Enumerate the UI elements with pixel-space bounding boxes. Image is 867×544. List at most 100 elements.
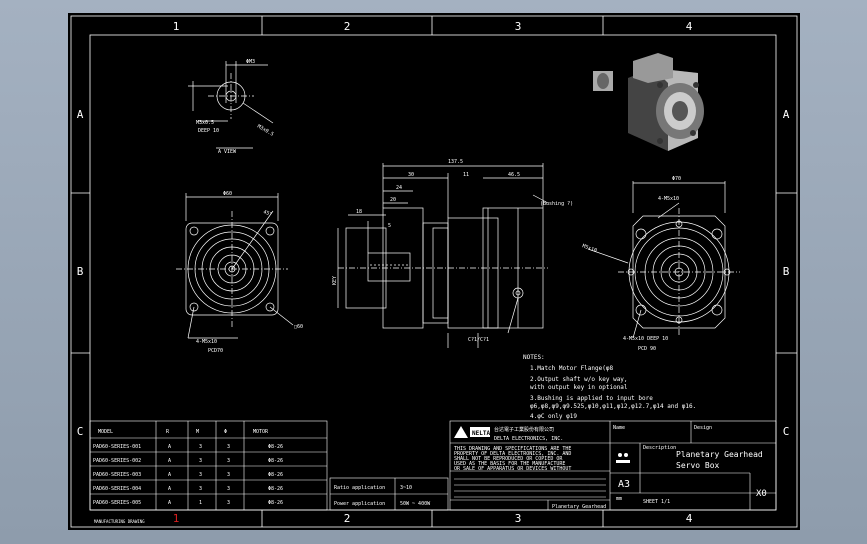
note-line: 2.Output shaft w/o key way,: [530, 376, 628, 383]
right-flange-view: [587, 181, 740, 339]
svg-text:Φ: Φ: [224, 429, 227, 435]
row-label: A: [783, 108, 790, 121]
row-label: C: [783, 425, 790, 438]
note-line: 3.Bushing is applied to input bore: [530, 395, 653, 402]
svg-text:PAD60-SERIES-001: PAD60-SERIES-001: [93, 444, 141, 450]
company-name-en: DELTA ELECTRONICS, INC.: [494, 436, 563, 442]
dimension-label: 24: [396, 185, 402, 191]
title-block: [449, 420, 777, 511]
svg-text:PAD60-SERIES-005: PAD60-SERIES-005: [93, 500, 141, 506]
drawing-canvas: 1 2 3 4 2 3 4 A B C A B C 1: [70, 15, 798, 528]
note-line: 4.φC only φ19: [530, 413, 577, 420]
svg-text:A: A: [168, 444, 171, 450]
dimension-label: 137.5: [448, 159, 463, 165]
dimension-label: (Bushing ?): [540, 201, 573, 207]
note-line: with output key in optional: [530, 384, 628, 391]
notes-title: NOTES:: [523, 354, 545, 361]
view-label: A VIEW: [218, 149, 237, 155]
legal-line: THIS DRAWING AND SPECIFICATIONS ARE THE: [454, 446, 571, 452]
dimension-label: DEEP 10: [198, 128, 219, 134]
dimension-label: C?1/C?1: [468, 337, 489, 343]
scale-label: X0: [756, 489, 767, 499]
dimension-label: 18: [356, 209, 362, 215]
svg-text:3: 3: [227, 444, 230, 450]
svg-text:Φ8-26: Φ8-26: [268, 472, 283, 478]
drawing-sheet: 1 2 3 4 2 3 4 A B C A B C 1: [68, 13, 800, 530]
svg-text:MOTOR: MOTOR: [253, 429, 269, 435]
dimension-label: 4-M5x10 DEEP 10: [623, 336, 668, 342]
column-label: 2: [344, 512, 351, 525]
footer-stamp: MANUFACTURING DRAWING: [94, 519, 145, 524]
dimension-label: KEY: [332, 276, 338, 285]
column-label: 2: [344, 20, 351, 33]
svg-text:3: 3: [227, 500, 230, 506]
dimension-label: 4-M5x10: [196, 339, 217, 345]
svg-text:Φ8-26: Φ8-26: [268, 500, 283, 506]
dimension-label: M3x0.5: [256, 124, 275, 138]
svg-text:PAD60-SERIES-003: PAD60-SERIES-003: [93, 472, 141, 478]
left-flange-view: [176, 193, 294, 339]
ratio-value: 3~10: [400, 485, 412, 491]
gearhead-isometric-image: [593, 53, 704, 151]
dimension-label: Φ60: [223, 191, 232, 197]
dimension-label: Φ70: [672, 176, 681, 182]
svg-text:M: M: [196, 429, 199, 435]
svg-text:A: A: [168, 486, 171, 492]
dimension-label: 30: [408, 172, 414, 178]
svg-text:3: 3: [199, 472, 202, 478]
svg-text:Φ8-26: Φ8-26: [268, 458, 283, 464]
legal-line: USED AS THE BASIS FOR THE MANUFACTURE: [454, 461, 565, 467]
delta-logo: NELTA: [454, 426, 490, 438]
drawing-number: Planetary Gearhead: [552, 504, 606, 510]
title-block-icon: [616, 453, 630, 463]
dimension-label: 46.5: [508, 172, 520, 178]
column-label: 3: [515, 20, 522, 33]
dimension-label: 5: [388, 223, 391, 229]
dimension-label: 4-M5x10: [658, 196, 679, 202]
name-label: Name: [613, 425, 625, 431]
svg-text:3: 3: [199, 444, 202, 450]
dimension-label: PCD 90: [638, 346, 656, 352]
legal-line: SHALL NOT BE REPRODUCED OR COPIED OR: [454, 456, 563, 462]
company-name: 台达電子工業股份有限公司: [494, 426, 554, 433]
design-label: Design: [694, 425, 712, 431]
dimension-label: 11: [463, 172, 469, 178]
note-line: 1.Match Motor Flange(φ8: [530, 365, 613, 372]
model-table: [89, 420, 328, 511]
dimension-label: ΦM3: [246, 59, 255, 65]
svg-text:A: A: [168, 500, 171, 506]
size-label: A3: [618, 479, 630, 490]
red-column-marker: 1: [173, 512, 180, 525]
row-label: B: [77, 265, 84, 278]
sheet-number: SHEET 1/1: [643, 499, 670, 505]
description-label: Description: [643, 445, 676, 451]
column-label: 1: [173, 20, 180, 33]
outer-frame: [70, 15, 798, 528]
column-label: 4: [686, 20, 693, 33]
column-label: 4: [686, 512, 693, 525]
svg-text:NELTA: NELTA: [472, 430, 490, 437]
row-label: B: [783, 265, 790, 278]
svg-text:A: A: [168, 458, 171, 464]
column-label: 3: [515, 512, 522, 525]
svg-text:Φ8-26: Φ8-26: [268, 486, 283, 492]
svg-text:3: 3: [199, 458, 202, 464]
svg-text:3: 3: [227, 472, 230, 478]
legal-data-grid: [454, 478, 606, 498]
dimension-label: PCD70: [208, 348, 223, 354]
dimension-label: □60: [294, 324, 303, 330]
ratio-table: [329, 477, 449, 511]
title-line-1: Planetary Gearhead: [676, 450, 763, 459]
dimension-label: 20: [390, 197, 396, 203]
row-label: A: [77, 108, 84, 121]
gearhead-side-view: [337, 163, 549, 348]
dimension-label: 45°: [262, 209, 273, 218]
title-line-2: Servo Box: [676, 461, 720, 470]
model-table-cells: MODEL R M Φ MOTOR PAD60-SERIES-001 A 3 3…: [93, 429, 283, 506]
svg-text:PAD60-SERIES-004: PAD60-SERIES-004: [93, 486, 141, 492]
legal-line: PROPERTY OF DELTA ELECTRONICS, INC. AND: [454, 451, 571, 457]
ratio-label: Ratio application: [334, 485, 385, 491]
row-label: C: [77, 425, 84, 438]
svg-text:Φ8-26: Φ8-26: [268, 444, 283, 450]
